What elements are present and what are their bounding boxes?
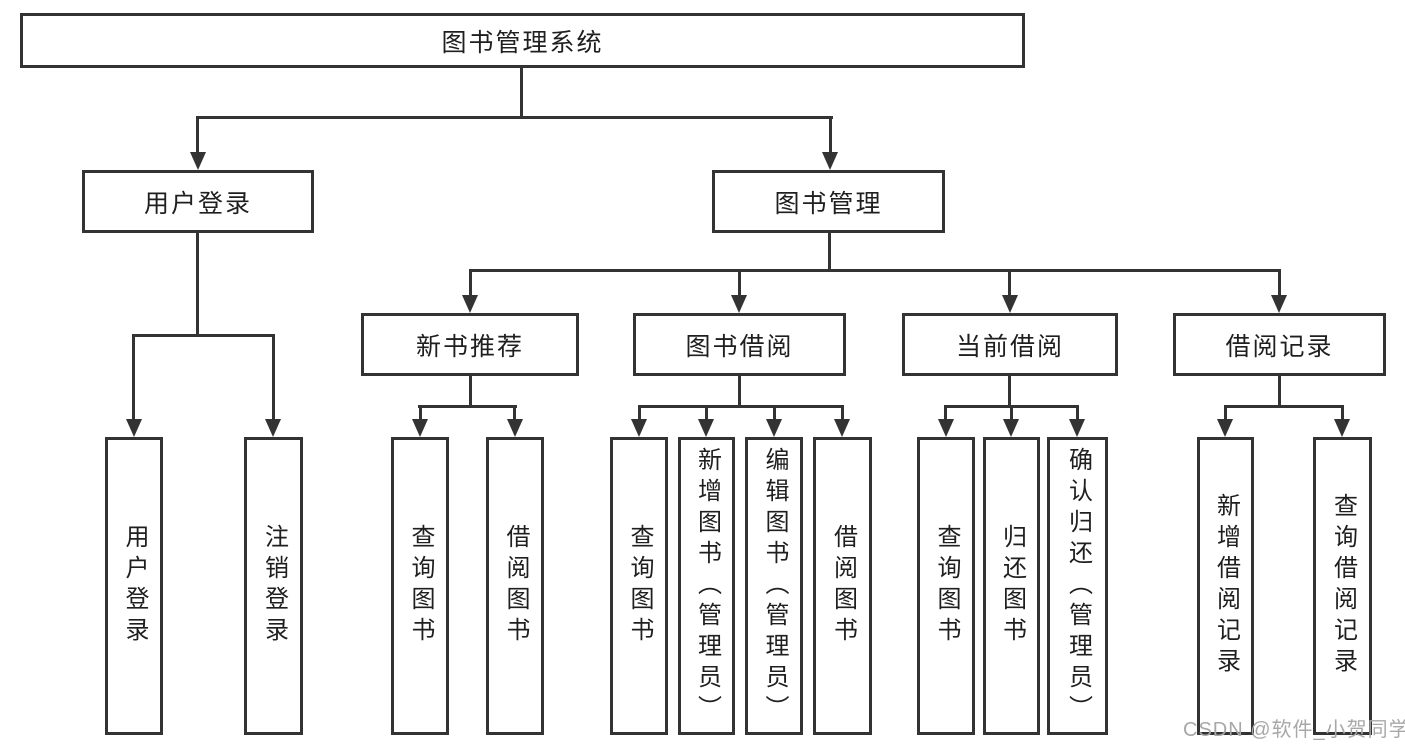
arrowhead-down-icon bbox=[938, 419, 954, 437]
node-user-login-label: 用户登录 bbox=[143, 189, 252, 218]
leaf-recommend-query-books: 查询图书 bbox=[391, 437, 449, 735]
arrowhead-down-icon bbox=[462, 295, 478, 313]
connector-line bbox=[1008, 269, 1011, 301]
leaf-current-query-books: 查询图书 bbox=[917, 437, 975, 735]
connector-line bbox=[469, 269, 1281, 272]
connector-line bbox=[272, 334, 275, 422]
leaf-return-books: 归还图书 bbox=[983, 437, 1040, 735]
arrowhead-down-icon bbox=[631, 419, 647, 437]
connector-line bbox=[1224, 405, 1227, 423]
connector-line bbox=[1010, 405, 1013, 423]
arrowhead-down-icon bbox=[1217, 419, 1233, 437]
connector-line bbox=[828, 231, 831, 272]
connector-line bbox=[841, 405, 844, 423]
connector-line bbox=[513, 405, 516, 423]
arrowhead-down-icon bbox=[834, 419, 850, 437]
connector-line bbox=[196, 231, 199, 337]
leaf-logout-label: 注销登录 bbox=[260, 524, 288, 648]
leaf-add-borrow-record: 新增借阅记录 bbox=[1197, 437, 1254, 735]
arrowhead-down-icon bbox=[1334, 419, 1350, 437]
leaf-confirm-return-admin-label: 确认归还（管理员） bbox=[1064, 446, 1092, 726]
arrowhead-down-icon bbox=[190, 152, 206, 170]
csdn-watermark: CSDN @软件_小贺同学 bbox=[1183, 719, 1405, 741]
arrowhead-down-icon bbox=[126, 419, 142, 437]
connector-line bbox=[944, 405, 947, 423]
connector-line bbox=[705, 405, 708, 423]
arrowhead-down-icon bbox=[1003, 419, 1019, 437]
connector-line bbox=[196, 116, 199, 158]
connector-line bbox=[520, 66, 523, 119]
leaf-current-query-books-label: 查询图书 bbox=[933, 524, 960, 648]
arrowhead-down-icon bbox=[412, 419, 428, 437]
arrowhead-down-icon bbox=[766, 419, 782, 437]
leaf-recommend-borrow-books: 借阅图书 bbox=[486, 437, 544, 735]
connector-line bbox=[1076, 405, 1079, 423]
node-new-book-recommend: 新书推荐 bbox=[361, 313, 579, 376]
node-book-management-label: 图书管理 bbox=[774, 189, 883, 218]
leaf-query-borrow-record: 查询借阅记录 bbox=[1313, 437, 1372, 735]
connector-line bbox=[638, 405, 641, 423]
connector-line bbox=[773, 405, 776, 423]
arrowhead-down-icon bbox=[822, 152, 838, 170]
connector-line bbox=[638, 405, 844, 408]
connector-line bbox=[1278, 374, 1281, 408]
node-borrow-records-label: 借阅记录 bbox=[1225, 332, 1334, 361]
arrowhead-down-icon bbox=[265, 419, 281, 437]
arrowhead-down-icon bbox=[698, 419, 714, 437]
connector-line bbox=[829, 116, 832, 158]
leaf-recommend-borrow-books-label: 借阅图书 bbox=[502, 524, 529, 648]
leaf-confirm-return-admin: 确认归还（管理员） bbox=[1047, 437, 1108, 735]
node-new-book-recommend-label: 新书推荐 bbox=[415, 332, 524, 361]
connector-line bbox=[1278, 269, 1281, 301]
connector-line bbox=[132, 334, 135, 422]
leaf-borrow-query-books: 查询图书 bbox=[610, 437, 668, 735]
leaf-logout: 注销登录 bbox=[244, 437, 303, 735]
connector-line bbox=[469, 374, 472, 408]
leaf-borrow-books-label: 借阅图书 bbox=[829, 524, 857, 648]
connector-line bbox=[738, 374, 741, 408]
leaf-recommend-query-books-label: 查询图书 bbox=[407, 524, 434, 648]
arrowhead-down-icon bbox=[1069, 419, 1085, 437]
leaf-user-login-label: 用户登录 bbox=[121, 524, 148, 648]
arrowhead-down-icon bbox=[1002, 295, 1018, 313]
node-root-system: 图书管理系统 bbox=[20, 13, 1025, 68]
connector-line bbox=[196, 116, 833, 119]
connector-line bbox=[1341, 405, 1344, 423]
leaf-borrow-query-books-label: 查询图书 bbox=[626, 524, 653, 648]
connector-line bbox=[1008, 374, 1011, 408]
leaf-return-books-label: 归还图书 bbox=[998, 524, 1026, 648]
leaf-user-login: 用户登录 bbox=[105, 437, 163, 735]
leaf-add-books-admin: 新增图书（管理员） bbox=[678, 437, 735, 735]
leaf-borrow-books: 借阅图书 bbox=[813, 437, 872, 735]
connector-line bbox=[738, 269, 741, 301]
connector-line bbox=[418, 405, 517, 408]
node-root-system-label: 图书管理系统 bbox=[441, 28, 604, 57]
leaf-add-books-admin-label: 新增图书（管理员） bbox=[693, 446, 721, 726]
node-book-borrow-label: 图书借阅 bbox=[685, 332, 794, 361]
leaf-add-borrow-record-label: 新增借阅记录 bbox=[1212, 493, 1240, 679]
node-current-borrow: 当前借阅 bbox=[902, 313, 1118, 376]
node-current-borrow-label: 当前借阅 bbox=[955, 332, 1064, 361]
node-user-login: 用户登录 bbox=[82, 170, 314, 233]
arrowhead-down-icon bbox=[731, 295, 747, 313]
arrowhead-down-icon bbox=[507, 419, 523, 437]
node-book-management: 图书管理 bbox=[712, 170, 945, 233]
connector-line bbox=[419, 405, 422, 423]
leaf-query-borrow-record-label: 查询借阅记录 bbox=[1329, 493, 1357, 679]
node-book-borrow: 图书借阅 bbox=[633, 313, 846, 376]
node-borrow-records: 借阅记录 bbox=[1173, 313, 1386, 376]
leaf-edit-books-admin-label: 编辑图书（管理员） bbox=[761, 446, 788, 726]
connector-line bbox=[1224, 405, 1344, 408]
arrowhead-down-icon bbox=[1271, 295, 1287, 313]
connector-line bbox=[132, 334, 275, 337]
leaf-edit-books-admin: 编辑图书（管理员） bbox=[745, 437, 803, 735]
connector-line bbox=[469, 269, 472, 301]
